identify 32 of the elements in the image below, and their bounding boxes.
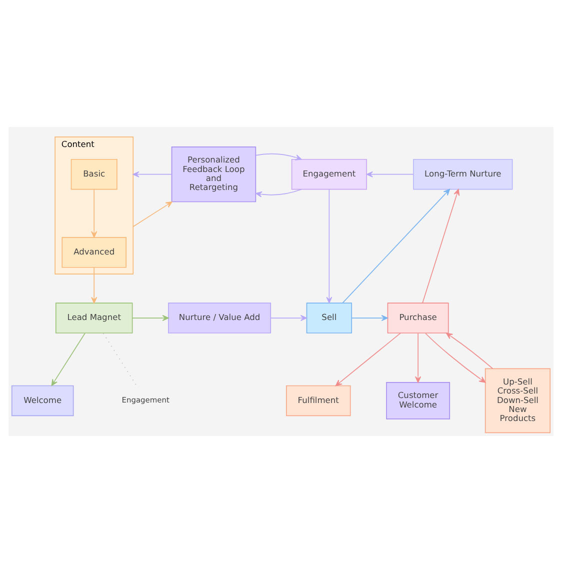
arrow [91,266,98,303]
node-box: Advanced [62,236,126,268]
node-box: Personalized Feedback Loop and Retargeting [171,146,256,202]
node-box: Up-Sell Cross-Sell Down-Sell New Products [484,368,551,433]
node-box: Welcome [11,384,74,416]
node-box: Long-Term Nurture [413,158,513,190]
arrow [326,188,332,303]
arrow [255,188,302,197]
node-box: Customer Welcome [386,382,450,419]
arrow [51,332,86,386]
node-box: Lead Magnet [55,302,133,333]
label: Engagement [122,395,170,404]
arrow [342,188,450,303]
arrow [132,314,169,321]
node-box: Basic [70,158,118,190]
node-box: Fulfilment [286,384,351,416]
arrow [415,332,422,382]
arrow [425,332,486,382]
arrow [366,170,414,177]
arrow [351,314,388,321]
arrow [446,332,494,369]
node-box: Sell [306,302,352,333]
arrow [422,188,460,303]
arrow [132,201,172,227]
arrow [335,332,401,386]
node-box: Nurture / Value Add [168,302,272,333]
arrow [270,314,307,321]
arrow [255,152,302,160]
arrow [132,170,172,177]
node-box: Engagement [291,158,367,190]
node-box: Purchase [387,302,449,333]
arrow [91,188,98,238]
